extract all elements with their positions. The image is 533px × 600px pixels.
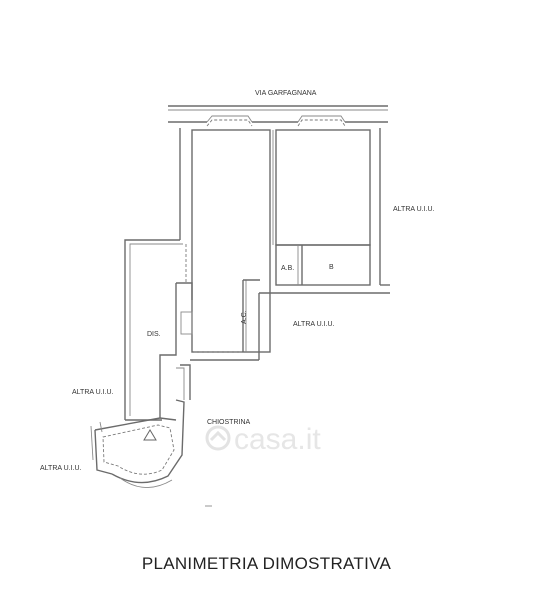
label-room-ab: A.B. bbox=[281, 265, 294, 272]
label-neighbor-left: ALTRA U.I.U. bbox=[72, 389, 114, 396]
label-neighbor-top-right: ALTRA U.I.U. bbox=[393, 206, 435, 213]
label-street: VIA GARFAGNANA bbox=[255, 90, 317, 97]
neighbor-outline-right bbox=[190, 128, 390, 361]
label-room-ac: A.C. bbox=[241, 310, 248, 324]
label-room-dis: DIS. bbox=[147, 331, 161, 338]
label-courtyard: CHIOSTRINA bbox=[207, 419, 251, 426]
watermark: casa.it bbox=[205, 423, 321, 456]
watermark-text: casa.it bbox=[234, 423, 321, 456]
window-recess-right bbox=[278, 115, 368, 131]
room-corridor bbox=[191, 129, 271, 353]
room-dis bbox=[159, 244, 193, 418]
triangle-marker-icon bbox=[143, 429, 157, 441]
room-ab-b bbox=[275, 244, 371, 286]
window-recess-left bbox=[192, 115, 270, 131]
street-facade bbox=[168, 105, 388, 123]
room-lower-curved bbox=[90, 399, 185, 488]
label-neighbor-bottom-left: ALTRA U.I.U. bbox=[40, 465, 82, 472]
outer-wall-left bbox=[124, 128, 183, 421]
casa-logo-icon bbox=[205, 425, 231, 451]
plan-title: PLANIMETRIA DIMOSTRATIVA bbox=[141, 554, 392, 573]
label-neighbor-mid-right: ALTRA U.I.U. bbox=[293, 321, 335, 328]
label-room-b: B bbox=[329, 264, 334, 271]
room-main-right bbox=[272, 129, 371, 246]
